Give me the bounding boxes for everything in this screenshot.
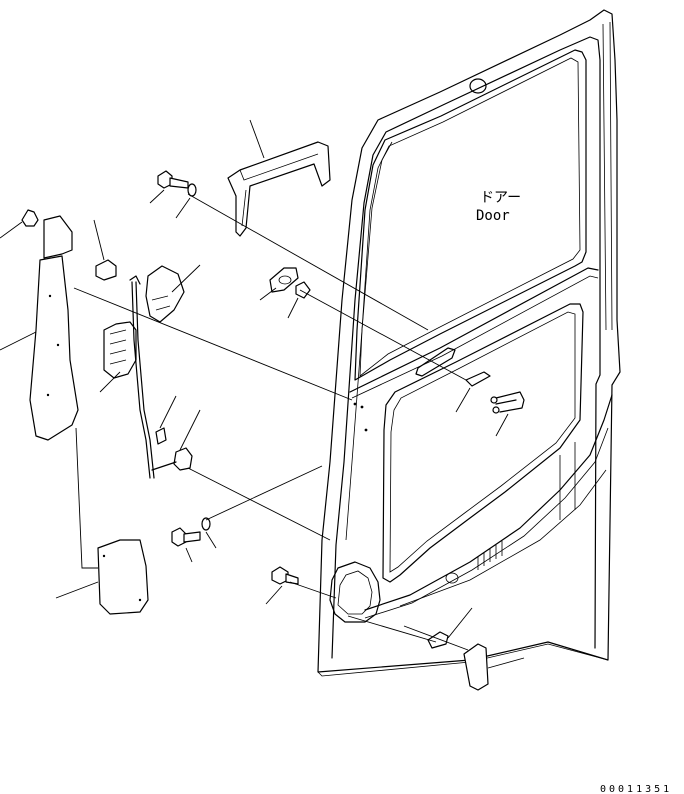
door-label-japanese: ドアー [480,190,521,206]
cover-plate-icon [55,539,149,615]
bolt-icon [171,527,201,563]
reference-number: 00011351 [600,784,672,794]
bolt-icon [149,170,189,204]
striker-icon [259,267,299,301]
door-label-english: Door [476,208,510,224]
lock-bracket-icon [145,264,201,323]
inner-handle-icon [463,643,525,691]
washer-icon [175,183,197,219]
rod-icon [129,275,155,479]
washer-icon [201,517,217,549]
bracket-plate-icon [455,371,491,413]
grab-handle-icon [227,119,331,237]
bolt-icon [265,566,299,605]
washer-icon [287,281,311,319]
catch-icon [427,607,473,649]
clip-icon [155,395,177,445]
assembly-lines [73,193,469,651]
door-panel [317,9,621,677]
cover-strip-icon [0,209,79,441]
latch-icon [151,409,201,471]
door-lock-icon [99,321,137,393]
bolt-icon [93,219,117,281]
u-bolt-icon [490,391,525,437]
